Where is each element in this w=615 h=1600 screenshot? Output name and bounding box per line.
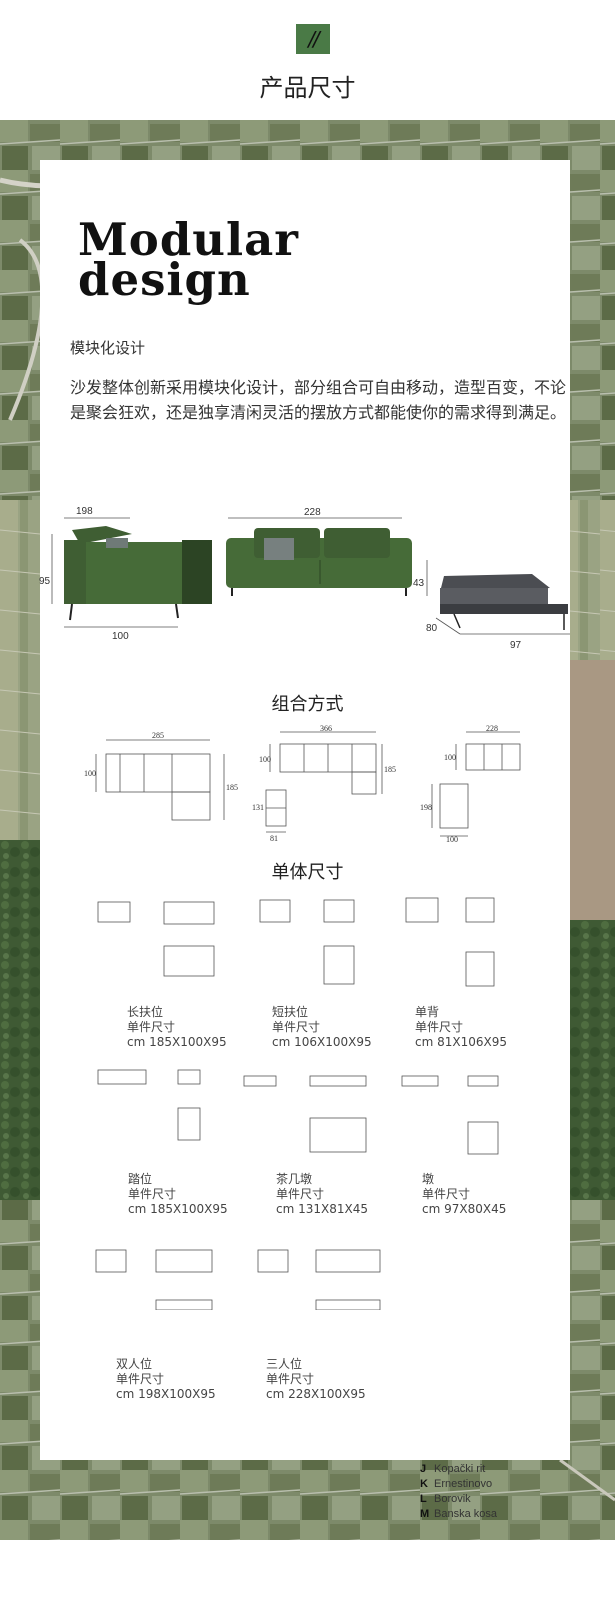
combo-b-ottoman-width: 81 — [270, 834, 278, 843]
combo-b-width: 366 — [320, 724, 332, 733]
ottoman-image: 43 80 97 — [413, 560, 570, 651]
combo-a-side: 185 — [226, 783, 238, 792]
combo-a-diagram — [95, 739, 225, 821]
combo-c-chaise-depth: 198 — [420, 803, 432, 812]
combo-c-diagram — [431, 731, 521, 837]
header-badge: // — [296, 24, 330, 54]
subtitle: 模块化设计 — [70, 339, 146, 357]
combination-diagrams: 285 100 185 366 100 185 131 81 228 — [80, 724, 540, 844]
svg-text:198: 198 — [76, 506, 93, 517]
combo-c-width: 228 — [486, 724, 498, 733]
headline-line-2: design — [78, 253, 251, 306]
svg-text:100: 100 — [112, 631, 129, 642]
combo-a-depth: 100 — [84, 769, 96, 778]
combo-c-depth: 100 — [444, 753, 456, 762]
units-section-title: 单体尺寸 — [271, 862, 344, 883]
combo-c-chaise-width: 100 — [446, 835, 458, 844]
description-paragraph: 沙发整体创新采用模块化设计，部分组合可自由移动，造型百变，不论是聚会狂欢，还是独… — [70, 378, 567, 422]
combo-b-depth: 100 — [259, 755, 271, 764]
headline-line-1: Modular — [78, 213, 299, 266]
combo-b-ottoman-depth: 131 — [252, 803, 264, 812]
modular-design-headline: Modular design — [78, 213, 299, 306]
combo-b-diagram — [265, 731, 383, 833]
svg-text:43: 43 — [413, 578, 425, 589]
three-seat-sofa-image: 228 — [226, 507, 412, 596]
page-title: 产品尺寸 — [259, 74, 356, 102]
svg-text:97: 97 — [510, 640, 522, 651]
unit-diagrams — [80, 890, 540, 1311]
combo-section-title: 组合方式 — [271, 694, 344, 715]
hero-product-photos: 198 95 100 228 43 — [36, 500, 576, 660]
combo-a-width: 285 — [152, 731, 164, 740]
svg-text:95: 95 — [39, 576, 51, 587]
content-card — [40, 160, 570, 1460]
svg-text:228: 228 — [304, 507, 321, 518]
svg-text:80: 80 — [426, 623, 438, 634]
combo-b-side: 185 — [384, 765, 396, 774]
armchair-image: 198 95 100 — [39, 506, 212, 642]
